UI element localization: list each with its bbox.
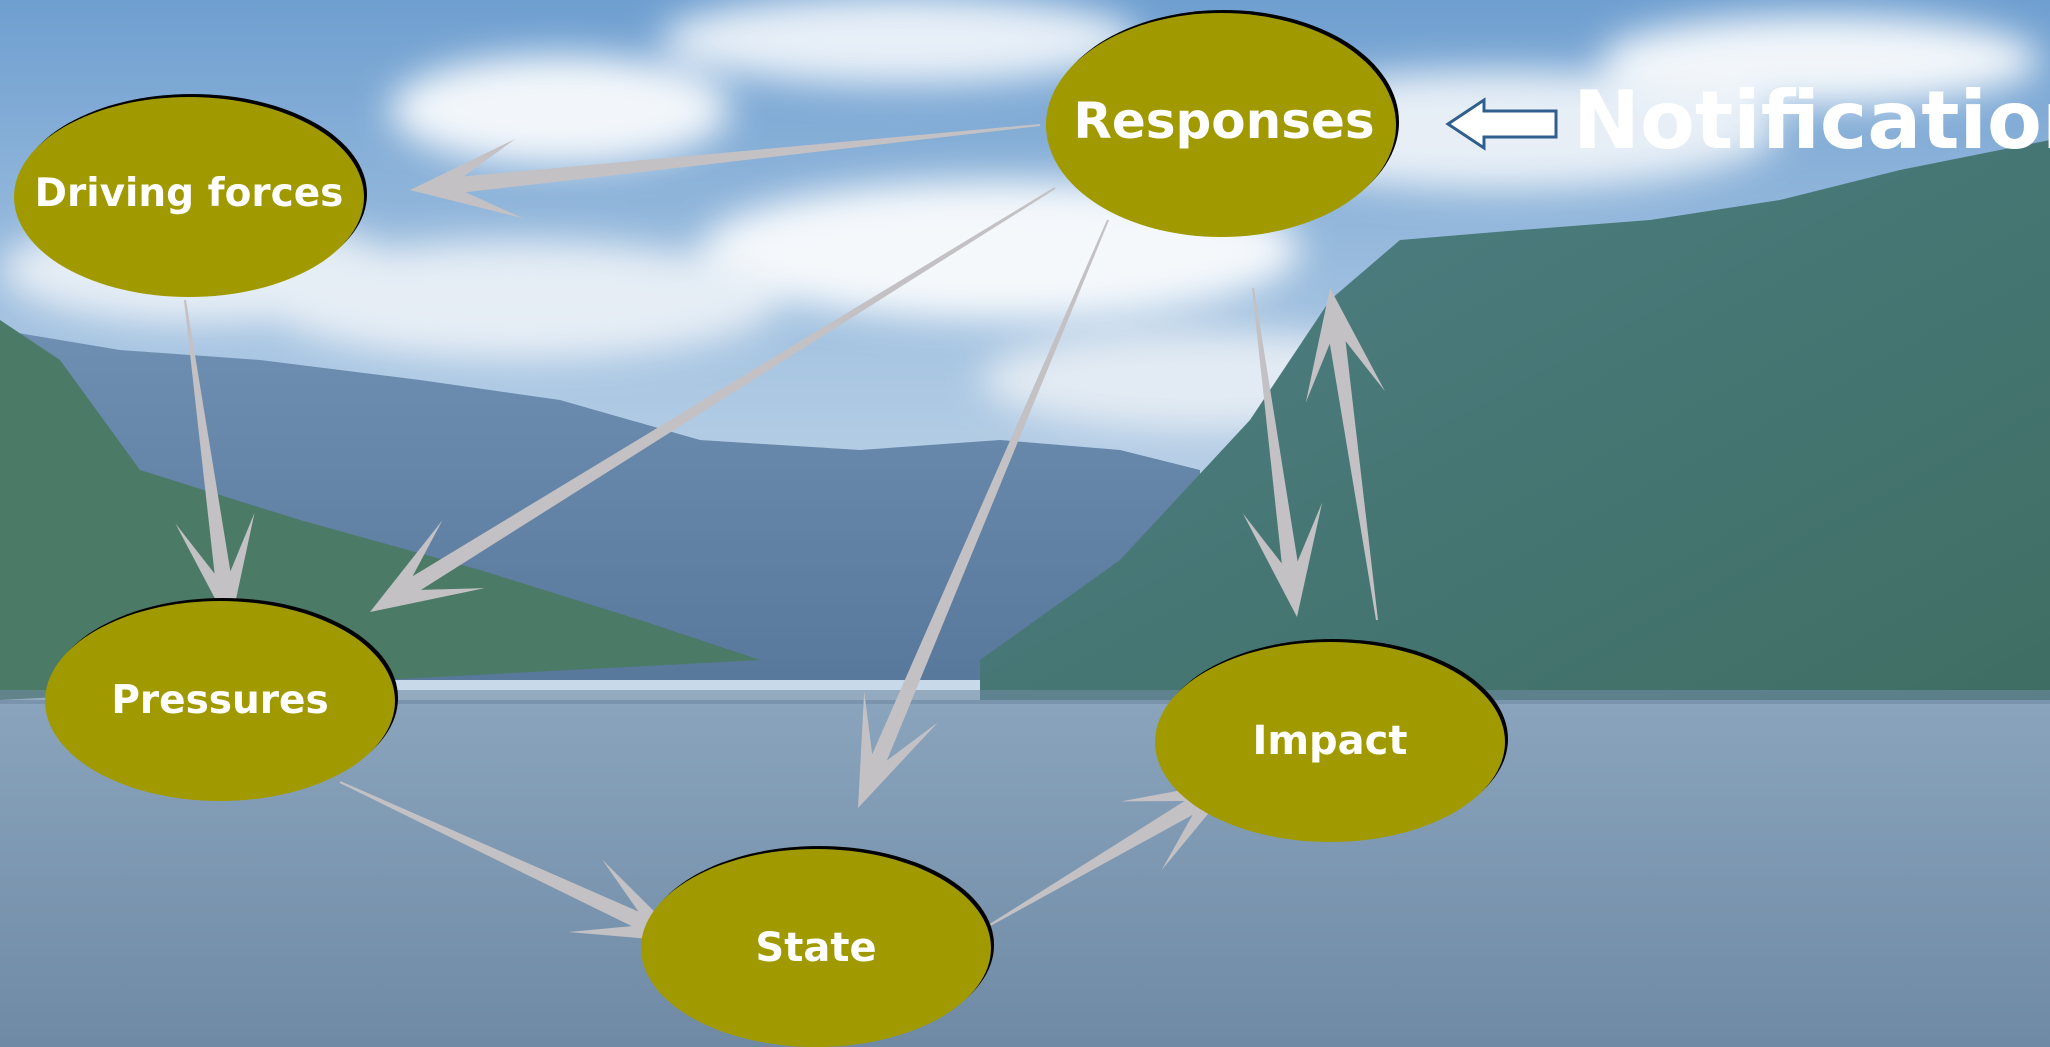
right-mountain: [980, 140, 2050, 720]
node-pressures-ellipse: [45, 601, 395, 801]
node-driving-forces: Driving forces: [14, 94, 367, 297]
node-responses-ellipse: [1046, 13, 1396, 237]
node-state-ellipse: [641, 849, 991, 1047]
notification-label: Notification: [1573, 74, 2050, 167]
node-impact: Impact: [1155, 639, 1508, 842]
node-label: Pressures: [111, 678, 328, 723]
arrow-state-to-impact: [989, 780, 1236, 926]
node-label: Impact: [1252, 718, 1407, 764]
shoreline: [0, 690, 2050, 704]
node-label: Driving forces: [35, 171, 344, 216]
node-driving-forces-ellipse: [14, 97, 364, 297]
arrow-responses-to-pressures: [370, 187, 1056, 612]
node-pressures: Pressures: [45, 598, 398, 801]
arrow-pressures-to-state: [339, 781, 685, 942]
node-impact-ellipse: [1155, 642, 1505, 842]
node-responses: Responses: [1046, 10, 1399, 237]
node-state: State: [641, 846, 994, 1047]
notification: Notification: [1445, 74, 2050, 167]
arrow-responses-to-state: [858, 219, 1109, 809]
left-arrow-icon: [1445, 97, 1558, 151]
arrow-driving-forces-to-pressures: [175, 299, 255, 627]
arrow-responses-to-driving-forces: [410, 124, 1041, 219]
node-label: State: [755, 925, 876, 971]
arrow-impact-to-responses: [1305, 288, 1385, 621]
node-label: Responses: [1073, 92, 1374, 150]
arrows-layer: [175, 124, 1385, 942]
arrow-responses-to-impact: [1242, 287, 1323, 617]
